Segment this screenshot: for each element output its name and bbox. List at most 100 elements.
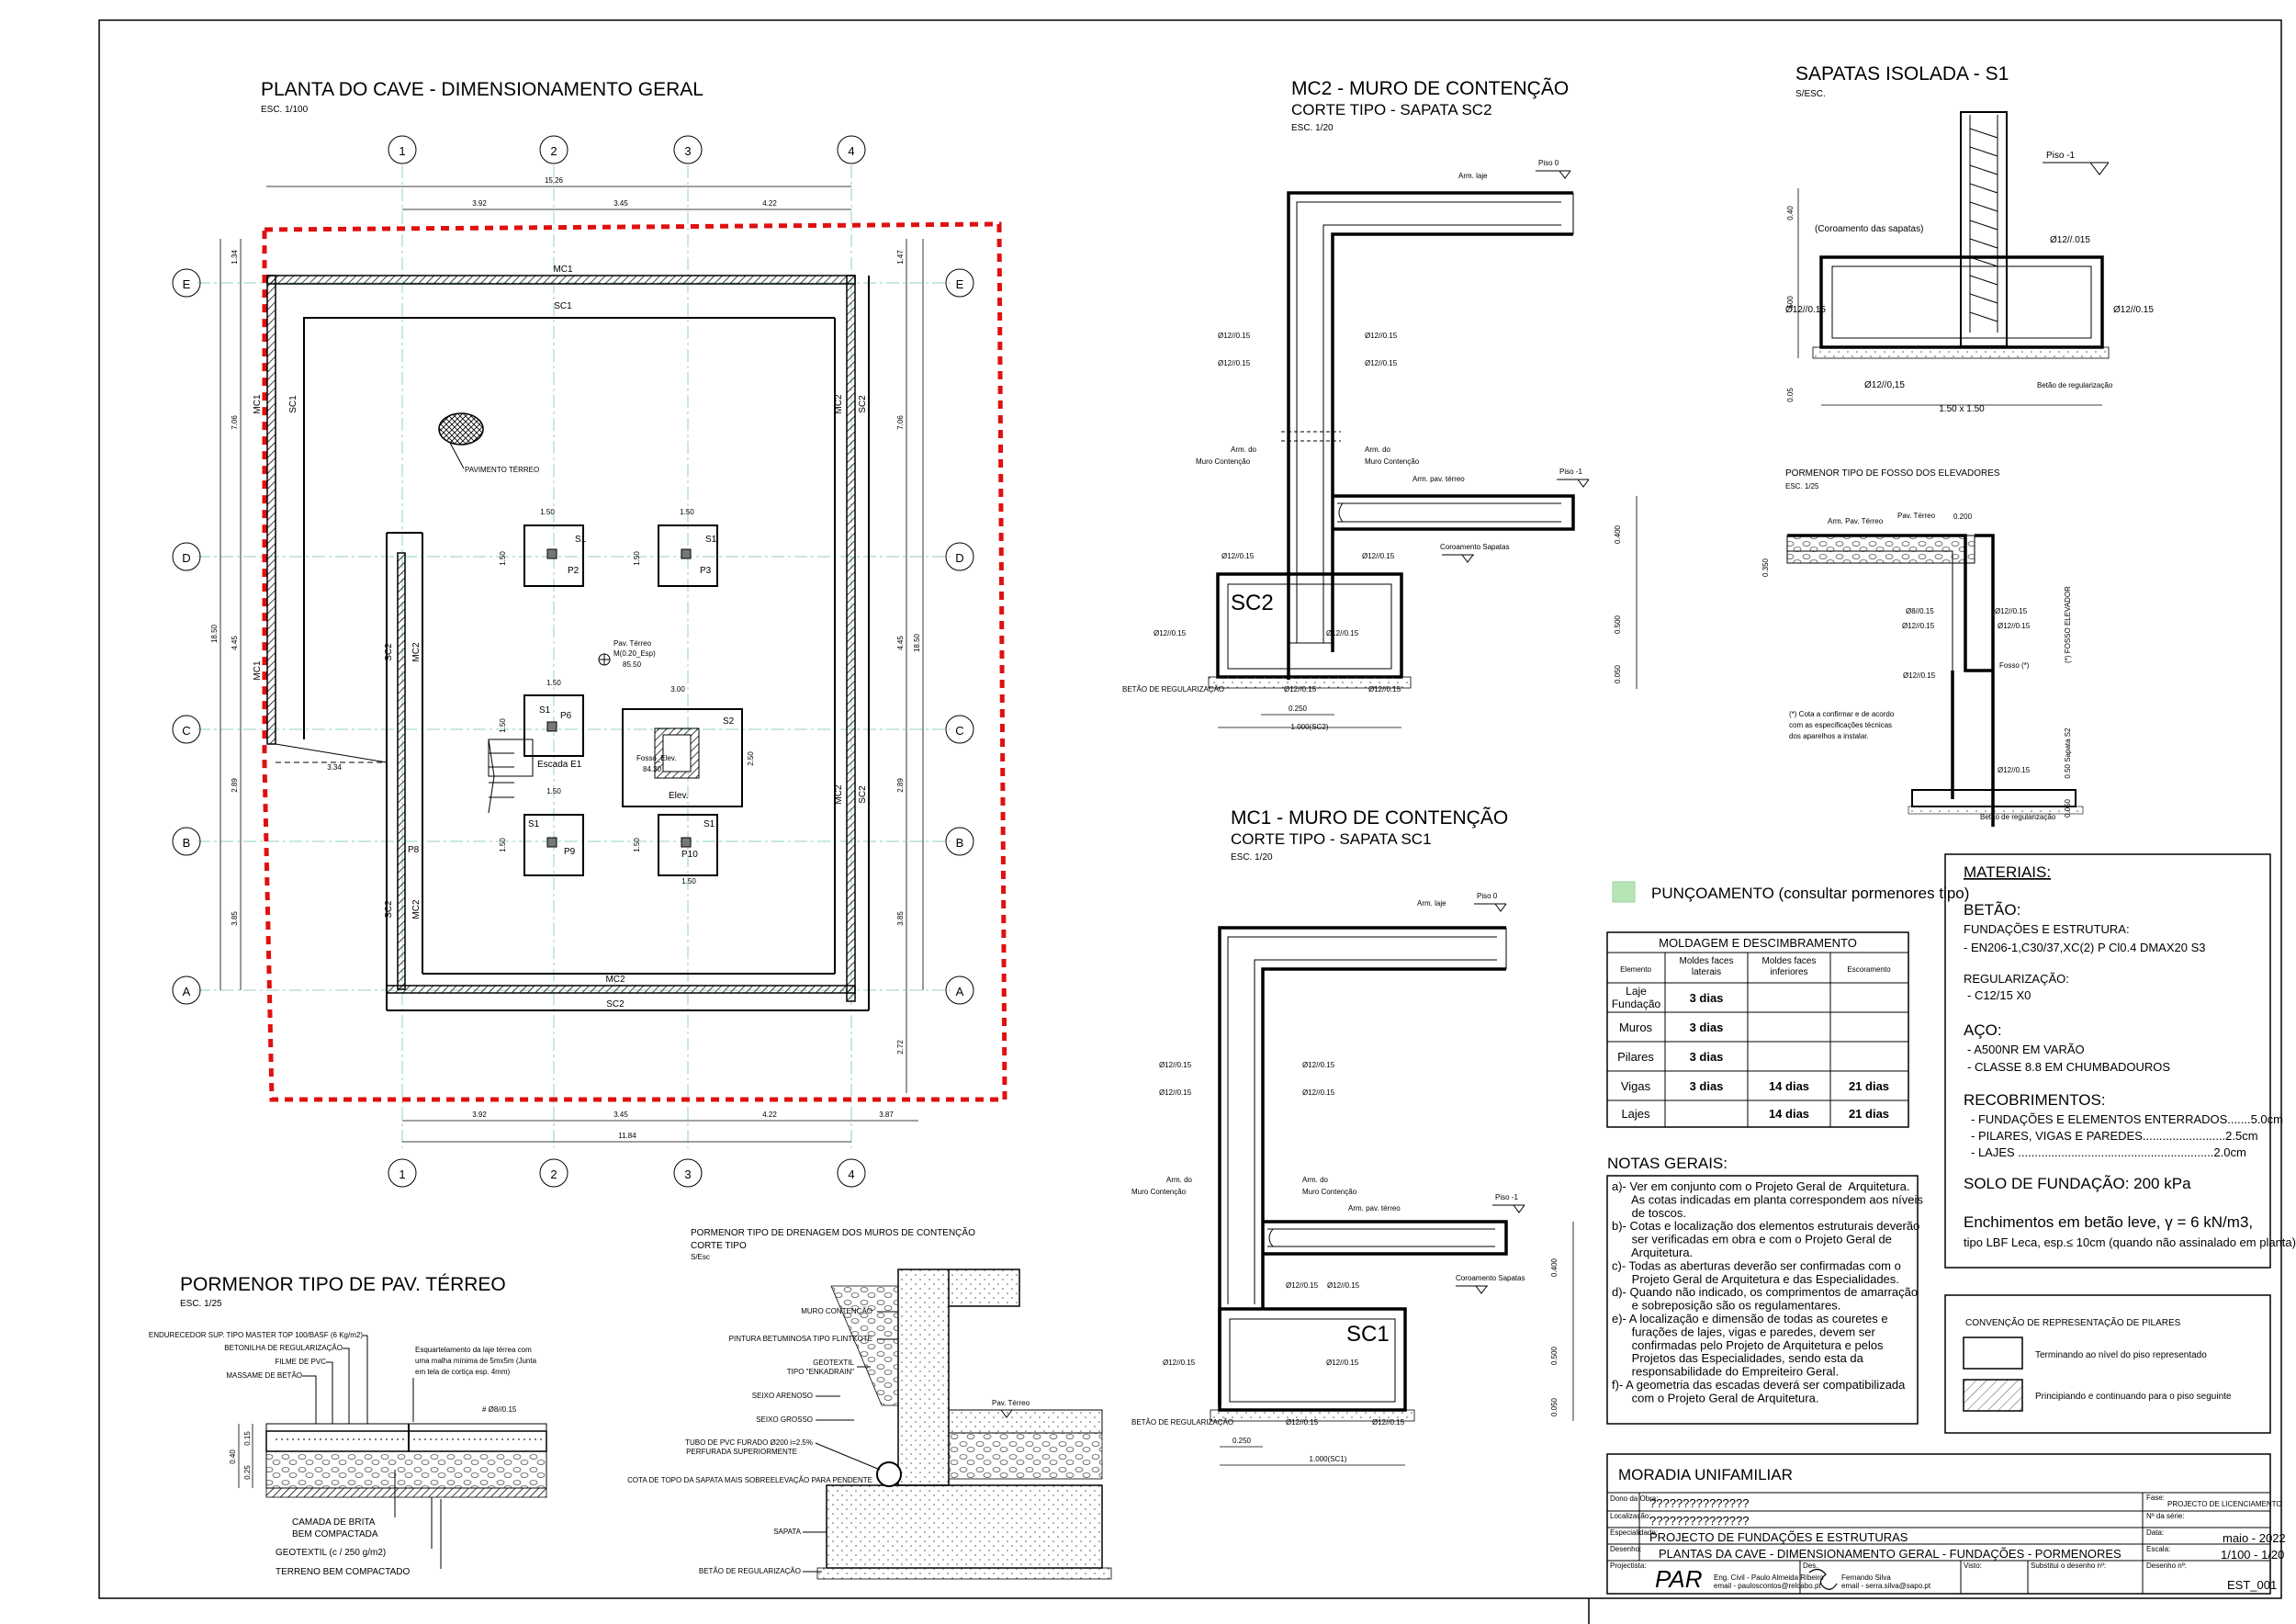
tb-k-des2: Des. [1803,1562,1818,1570]
dim-p3-height: 1.50 [633,551,641,566]
mc1-bar-5: Ø12//0.15 [1286,1281,1319,1290]
dim-bottom-2: 3.45 [613,1111,628,1119]
mc1-scale: ESC. 1/20 [1231,852,1273,863]
mc1-piso-1: Piso -1 [1495,1193,1518,1201]
dim-left-1: 1.34 [231,250,239,265]
label-s1-p6: S1 [539,705,551,716]
mc1-betao-reg: BETÃO DE REGULARIZAÇÃO [1131,1418,1233,1427]
moldagem-h-escoramento: Escoramento [1847,965,1891,974]
dren-label-3: GEOTEXTIL [813,1359,854,1367]
nota-line: e)- A localização e dimensão de todas as… [1612,1312,1888,1325]
moldagem-r4-elemento: Vigas [1621,1079,1651,1093]
dim-right-1: 1.47 [896,250,905,265]
pav-esq-2: uma malha mínima de 5mx5m (Junta [415,1357,537,1365]
pav-title: PORMENOR TIPO DE PAV. TÉRREO [180,1274,506,1295]
label-p9: P9 [564,847,576,857]
s1-title: SAPATAS ISOLADA - S1 [1795,63,2009,85]
mc2-bar-10: Ø12//0.15 [1368,685,1401,694]
mc1-arm-pav: Arm. pav. térreo [1348,1204,1401,1212]
axis-4-top: 4 [848,144,854,158]
s1-betao-reg: Betão de regularização [2037,381,2113,389]
label-pav-m020: M(0.20_Esp) [613,649,656,658]
materiais-recob-1: - FUNDAÇÕES E ELEMENTOS ENTERRADOS......… [1971,1112,2283,1126]
tb-fase: PROJECTO DE LICENCIAMENTO [2167,1500,2282,1508]
puncoamento-label: PUNÇOAMENTO (consultar pormenores tipo) [1651,885,1969,902]
nota-line: Projeto Geral de Arquitetura e das Espec… [1612,1272,1899,1286]
dren-label-5: SEIXO ARENOSO [752,1392,813,1400]
axis-bubbles: 1 2 3 4 1 2 3 4 E D C B A E D C B A [172,135,974,1188]
title-block: MORADIA UNIFAMILIAR Dono da Obra: ??????… [1606,1453,2286,1595]
tb-desnum: EST_001 [2227,1578,2277,1592]
axis-B-left: B [183,836,191,850]
dren-label-1: MURO CONTENÇÃO [801,1307,872,1315]
label-mc1-left-upper: MC1 [253,394,263,414]
label-mc2-bottom: MC2 [605,975,625,985]
nota-line: b)- Cotas e localização dos elementos es… [1612,1219,1919,1233]
axis-E-right: E [956,277,964,291]
tb-project: MORADIA UNIFAMILIAR [1618,1466,1793,1483]
axis-D-right: D [955,551,963,565]
materiais-ench: Enchimentos em betão leve, γ = 6 kN/m3, [1964,1213,2253,1231]
tb-signature-icon [1808,1568,1838,1590]
moldagem-r3-c1: 3 dias [1690,1050,1724,1064]
materiais-betao: BETÃO: [1964,901,2020,919]
mc2-bar-4: Ø12//0.15 [1365,359,1398,367]
materiais-aco-1: - A500NR EM VARÃO [1967,1043,2085,1056]
mc1-dim-0400: 0.400 [1550,1257,1559,1277]
dim-s2-height: 2.50 [747,751,755,766]
s1-dim-005: 0.05 [1786,388,1795,402]
mc1-arm-muro-b-r: Muro Contenção [1302,1188,1357,1196]
plan-dims-top: 15.26 3.92 3.45 4.22 [266,176,851,210]
fosso-vert-label: (*) FOSSO ELEVADOR [2064,586,2072,663]
s1-bar-bottom: Ø12//0,15 [1864,380,1905,390]
fosso-bar-a: Ø8//0.15 [1906,607,1934,615]
dim-s2-width: 3.00 [670,685,685,694]
mc2-arm-muro-b: Muro Contenção [1196,457,1251,466]
axis-1-top: 1 [399,144,405,158]
s1-dim-040: 0.40 [1786,206,1795,220]
moldagem-h-inferiores: Moldes faces inferiores [1761,956,1817,977]
retaining-walls [266,275,870,1011]
nota-line: c)- Todas as aberturas deverão ser confi… [1612,1258,1901,1272]
tb-k-dono: Dono da Obra: [1610,1494,1658,1503]
mc2-arm-laje: Arm. laje [1458,172,1488,180]
label-mc1-left-lower: MC1 [253,660,263,681]
drenagem-detail: PORMENOR TIPO DE DRENAGEM DOS MUROS DE C… [627,1226,1112,1580]
materiais-fund-spec: - EN206-1,C30/37,XC(2) P Cl0.4 DMAX20 S3 [1964,941,2206,954]
dim-p2-width: 1.50 [540,508,555,516]
dim-p10-height: 1.50 [633,838,641,852]
dim-334: 3.34 [327,763,342,772]
axis-E-left: E [183,277,191,291]
label-pav-level: 85.50 [623,660,642,669]
dren-label-11: BETÃO DE REGULARIZAÇÃO [699,1567,801,1575]
dim-p10-width: 1.50 [681,877,696,885]
dim-p6-width: 1.50 [546,679,561,687]
nota-line: confirmadas pelo Projeto de Arquitetura … [1612,1338,1884,1352]
label-pavimento: PAVIMENTO TÉRREO [465,466,539,474]
mc1-arm-muro-b: Muro Contenção [1131,1188,1187,1196]
moldagem-r1-c1: 3 dias [1690,991,1724,1005]
dim-right-3: 4.45 [896,636,905,650]
moldagem-r5-c2: 14 dias [1769,1107,1809,1121]
mc1-arm-muro-a: Arm. do [1166,1176,1193,1184]
mc1-bar-7: Ø12//0.15 [1163,1359,1196,1367]
footings [488,524,743,876]
mc2-dim-0050: 0.050 [1614,664,1622,683]
label-sc2-right-2: SC2 [858,785,868,804]
fosso-bar-d: Ø12//0.15 [1998,622,2031,630]
s1-bar-right: Ø12//0.15 [2113,305,2154,315]
dren-pav: Pav. Térreo [992,1399,1030,1407]
dren-title-2: CORTE TIPO [691,1241,747,1251]
label-mc2-left-1: MC2 [411,642,422,662]
nota-line: f)- A geometria das escadas deverá ser c… [1612,1378,1906,1392]
moldagem-h-laterais: Moldes faces laterais [1679,956,1734,977]
fosso-note-3: dos aparelhos a instalar. [1789,732,1869,740]
fosso-note-1: (*) Cota a confirmar e de acordo [1789,710,1895,718]
nota-line: ser verificadas em obra e com o Projeto … [1612,1233,1892,1246]
dim-left-total: 18.50 [210,624,219,643]
tb-k-subst: Substitui o desenho nº: [2031,1562,2106,1570]
pav-terreo-detail: PORMENOR TIPO DE PAV. TÉRREO ESC. 1/25 E… [149,1274,547,1577]
tb-k-desnum: Desenho nº: [2146,1562,2187,1570]
tb-k-escala: Escala: [2146,1545,2170,1553]
